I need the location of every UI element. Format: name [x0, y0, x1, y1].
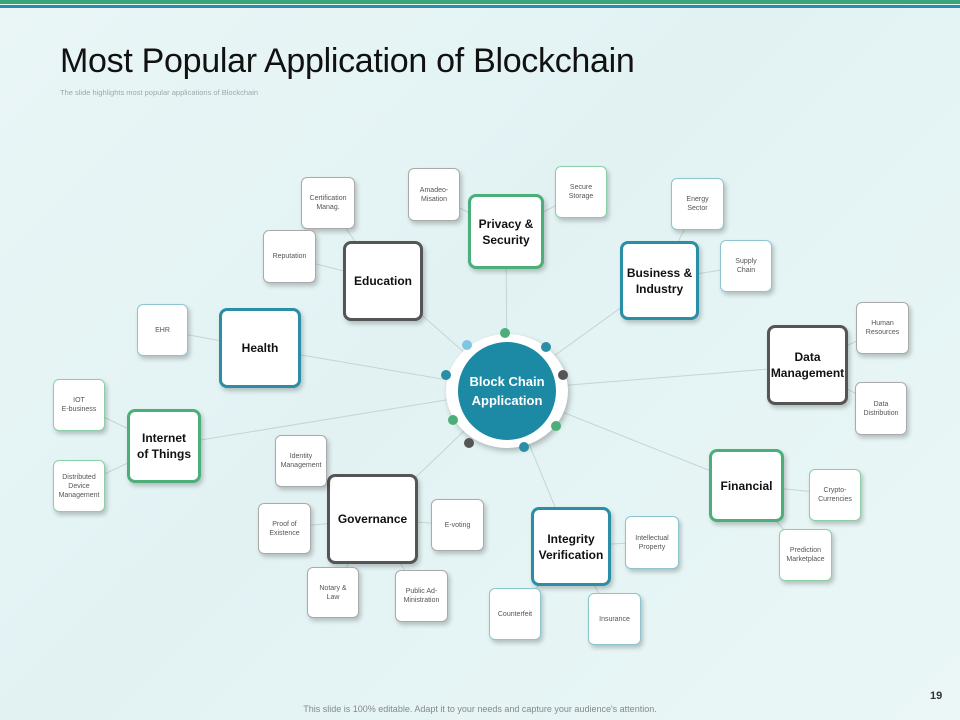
footer-note: This slide is 100% editable. Adapt it to…: [303, 704, 657, 714]
category-privacy-security: Privacy & Security: [468, 194, 544, 269]
category-data-management: Data Management: [767, 325, 848, 405]
hub-dot-blue-left: [441, 370, 451, 380]
item-data-distribution: Data Distribution: [855, 382, 907, 435]
category-integrity-verification: Integrity Verification: [531, 507, 611, 586]
category-internet-of-things: Internet of Things: [127, 409, 201, 483]
hub-dot-green-left: [448, 415, 458, 425]
item-distributed-device-management: Distributed Device Management: [53, 460, 105, 512]
item-prediction-marketplace: Prediction Marketplace: [779, 529, 832, 581]
top-accent-bar-secondary: [0, 5, 960, 8]
item-certification-manag: Certification Manag.: [301, 177, 355, 229]
hub-dot-gray-bottom: [464, 438, 474, 448]
hub-dot-green-top: [500, 328, 510, 338]
category-health: Health: [219, 308, 301, 388]
category-business-industry: Business & Industry: [620, 241, 699, 320]
item-amadeo-misation: Amadeo- Misation: [408, 168, 460, 221]
item-notary-law: Notary & Law: [307, 567, 359, 618]
hub-dot-blue-right: [541, 342, 551, 352]
category-governance: Governance: [327, 474, 418, 564]
item-public-administration: Public Ad- Ministration: [395, 570, 448, 622]
item-crypto-currencies: Crypto- Currencies: [809, 469, 861, 521]
item-reputation: Reputation: [263, 230, 316, 283]
hub-block-chain-application: Block Chain Application: [458, 342, 556, 440]
item-e-voting: E-voting: [431, 499, 484, 551]
item-intellectual-property: Intellectual Property: [625, 516, 679, 569]
page-title: Most Popular Application of Blockchain: [60, 42, 635, 80]
item-secure-storage: Secure Storage: [555, 166, 607, 218]
item-counterfeit: Counterfeit: [489, 588, 541, 640]
item-insurance: Insurance: [588, 593, 641, 645]
item-supply-chain: Supply Chain: [720, 240, 772, 292]
item-identity-management: Identity Management: [275, 435, 327, 487]
page-number: 19: [930, 690, 943, 702]
item-iot-ebusiness: IOT E-business: [53, 379, 105, 431]
category-financial: Financial: [709, 449, 784, 522]
item-energy-sector: Energy Sector: [671, 178, 724, 230]
category-education: Education: [343, 241, 423, 321]
hub-dot-gray-right: [558, 370, 568, 380]
hub-dot-lightblue-top: [462, 340, 472, 350]
page-subtitle: The slide highlights most popular applic…: [60, 88, 259, 97]
hub-dot-green-right: [551, 421, 561, 431]
item-human-resources: Human Resources: [856, 302, 909, 354]
top-accent-bar: [0, 0, 960, 4]
item-ehr: EHR: [137, 304, 188, 356]
hub-dot-blue-bottom: [519, 442, 529, 452]
item-proof-of-existence: Proof of Existence: [258, 503, 311, 554]
